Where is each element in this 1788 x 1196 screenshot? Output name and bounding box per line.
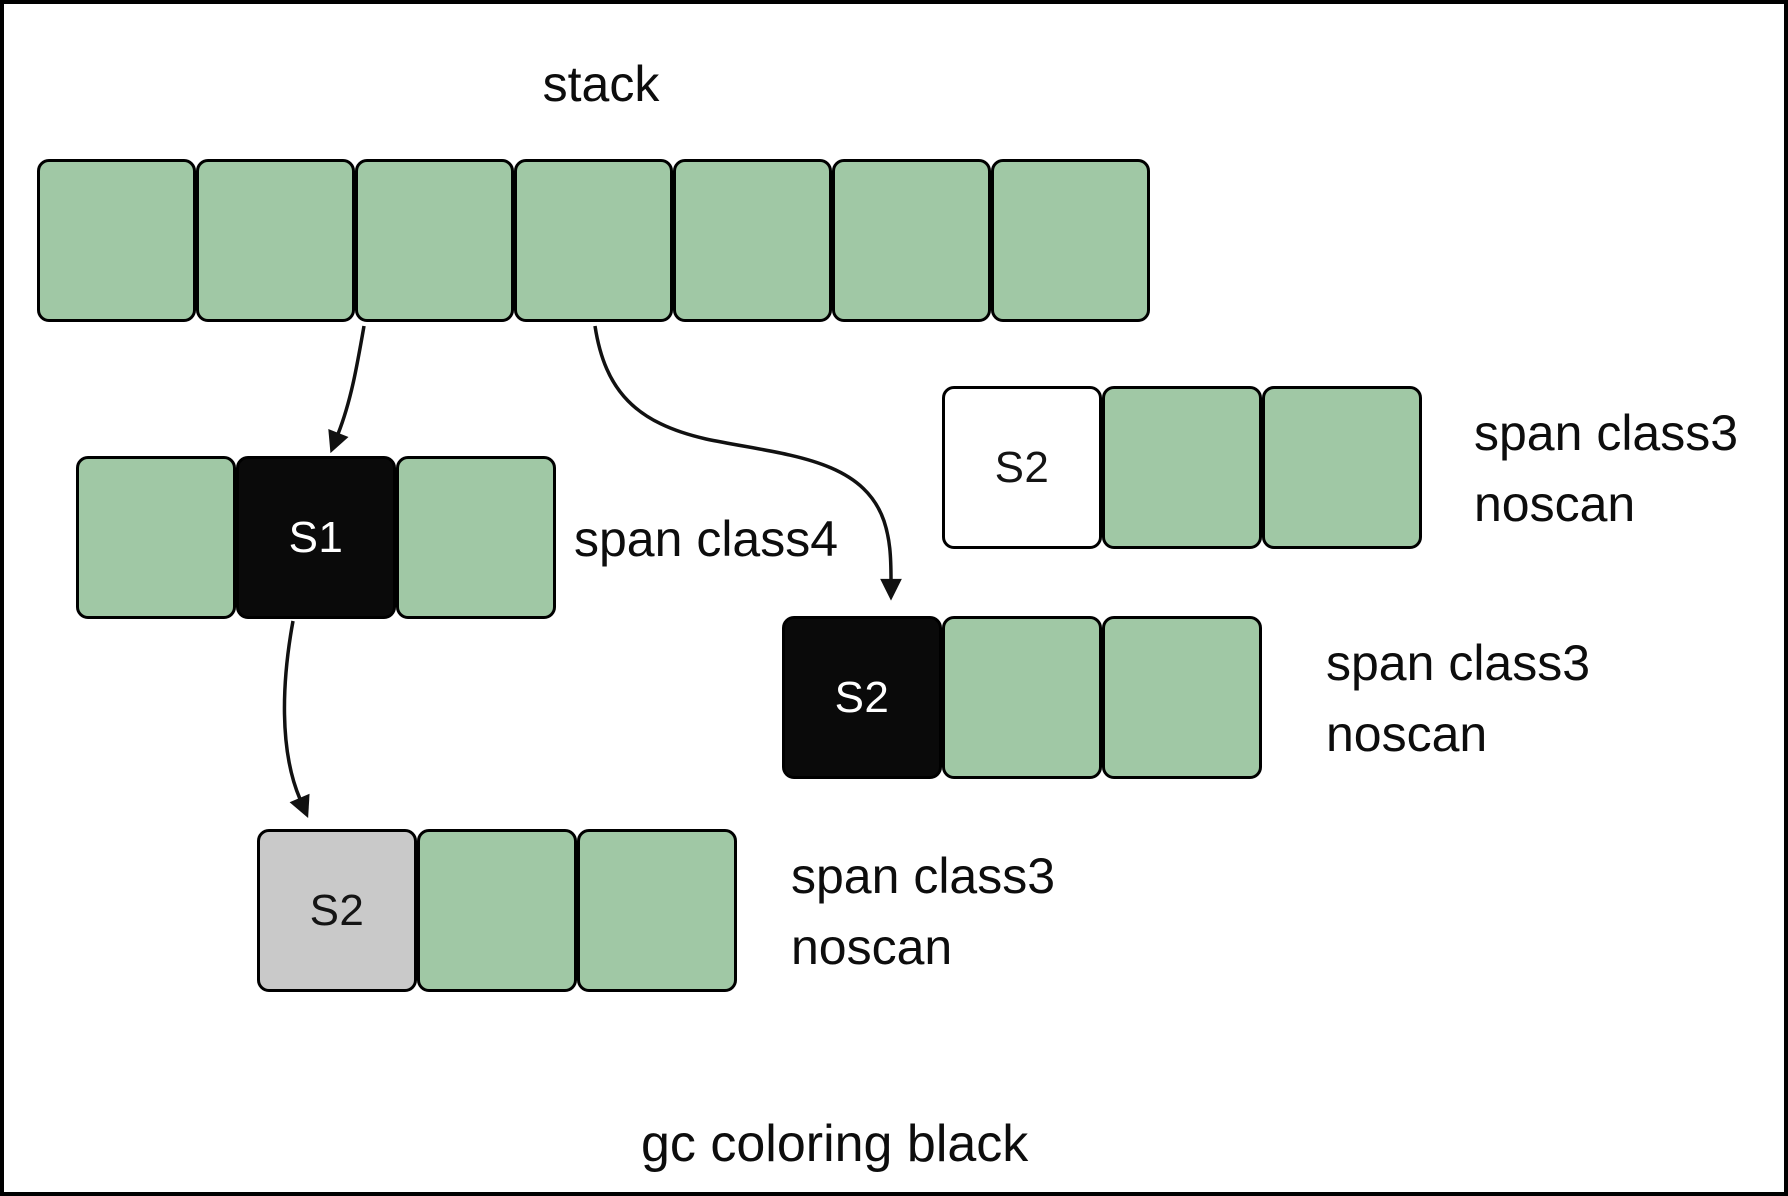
span-class3-gray-label-line1: span class3 bbox=[791, 848, 1056, 904]
span-class3-black-row: S2 bbox=[782, 616, 1262, 779]
span-cell bbox=[76, 456, 236, 619]
span-class4-label: span class4 bbox=[574, 504, 838, 575]
diagram-caption: gc coloring black bbox=[641, 1115, 1029, 1173]
span-class3-black-label-line1: span class3 bbox=[1326, 635, 1591, 691]
span-class3-white-row: S2 bbox=[942, 386, 1422, 549]
span-class3-gray-label-line2: noscan bbox=[791, 919, 953, 975]
stack-cell bbox=[832, 159, 991, 322]
span-class3-white-label-line1: span class3 bbox=[1474, 405, 1739, 461]
span-class3-gray-row: S2 bbox=[257, 829, 737, 992]
stack-cell bbox=[673, 159, 832, 322]
stack-cell bbox=[514, 159, 673, 322]
stack-title: stack bbox=[542, 56, 660, 112]
span-cell bbox=[417, 829, 577, 992]
span-cell bbox=[396, 456, 556, 619]
s2-label: S2 bbox=[309, 885, 365, 935]
span-class3-white-label-line2: noscan bbox=[1474, 476, 1636, 532]
span-class4-row: S1 bbox=[76, 456, 556, 619]
stack-cell bbox=[37, 159, 196, 322]
span-cell bbox=[577, 829, 737, 992]
span-class3-gray-label: span class3 noscan bbox=[791, 841, 1055, 983]
arrow-stack-to-s1 bbox=[328, 325, 366, 454]
span-cell bbox=[942, 616, 1102, 779]
span-cell bbox=[1262, 386, 1422, 549]
s2-gray-cell: S2 bbox=[257, 829, 417, 992]
s2-label: S2 bbox=[994, 442, 1050, 492]
s2-black-cell: S2 bbox=[782, 616, 942, 779]
span-cell bbox=[1102, 386, 1262, 549]
span-class3-black-label-line2: noscan bbox=[1326, 706, 1488, 762]
s2-label: S2 bbox=[834, 672, 890, 722]
stack-cell bbox=[991, 159, 1150, 322]
span-cell bbox=[1102, 616, 1262, 779]
span-class3-black-label: span class3 noscan bbox=[1326, 628, 1590, 770]
stack-row bbox=[37, 159, 1150, 322]
span-class3-white-label: span class3 noscan bbox=[1474, 398, 1738, 540]
arrow-s1-to-s2-gray bbox=[282, 620, 310, 818]
stack-cell bbox=[355, 159, 514, 322]
s1-label: S1 bbox=[288, 512, 344, 562]
stack-cell bbox=[196, 159, 355, 322]
s1-cell: S1 bbox=[236, 456, 396, 619]
s2-white-cell: S2 bbox=[942, 386, 1102, 549]
span-class4-label-line: span class4 bbox=[574, 511, 839, 567]
